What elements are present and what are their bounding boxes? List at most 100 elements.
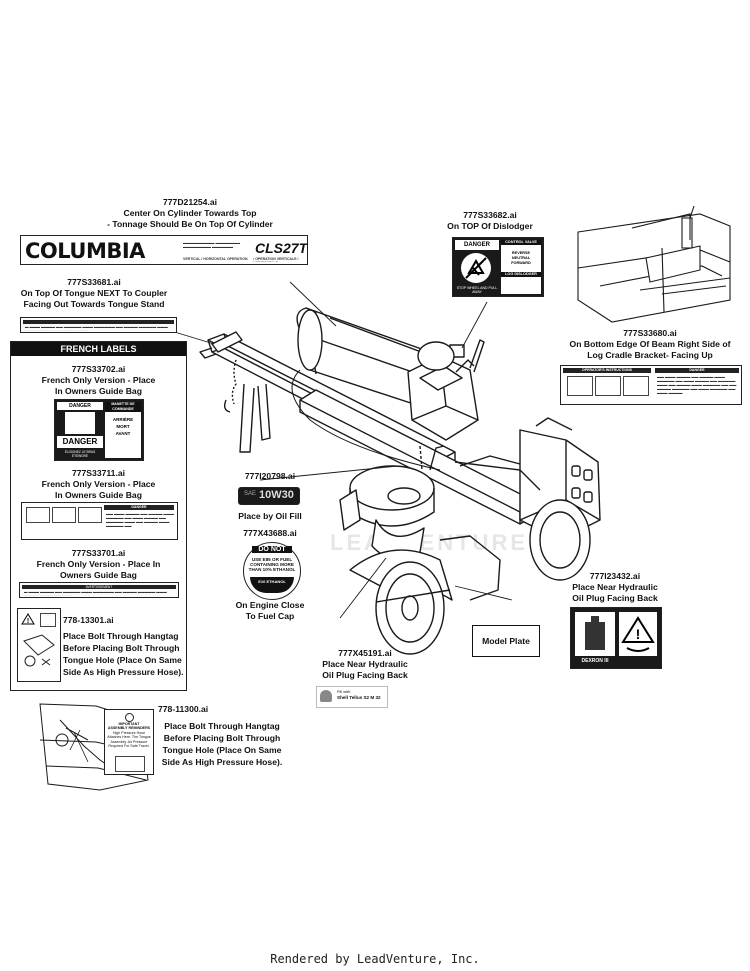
ethanol-text-block: USE E85 OR FUEL CONTAINING MORE THAN 10%… <box>247 557 297 572</box>
hangtag-important: IMPORTANT <box>118 722 140 726</box>
part-number: 777S33702.ai <box>71 364 126 374</box>
callout-line: Place by Oil Fill <box>238 511 302 521</box>
callout-777s33711: 777S33711.ai French Only Version - Place… <box>11 468 186 501</box>
hangtag-13301-decal: ! <box>17 608 61 682</box>
callout-line: To Fuel Cap <box>245 611 295 621</box>
part-number: 778-11300.ai <box>158 704 209 714</box>
fr-pictogram-icon <box>78 507 102 523</box>
part-number: 777S33701.ai <box>71 548 126 558</box>
callout-line: On Engine Close <box>235 600 305 610</box>
manual-icon <box>40 613 56 627</box>
french-dislodger-decal: DANGER DANGER ÉLOIGNEZ LE BRAS ÉTEINDRE … <box>54 399 144 461</box>
columbia-decal: COLUMBIA ▬▬▬▬▬▬▬▬▬ ▬▬▬▬▬▬▬▬▬▬▬▬▬▬▬ ▬▬▬▬▬… <box>20 235 308 265</box>
callout-line: Center On Cylinder Towards Top <box>123 208 257 218</box>
columbia-brand: COLUMBIA <box>25 239 145 263</box>
french-labels-panel: FRENCH LABELS 777S33702.ai French Only V… <box>10 341 187 691</box>
fr-pictogram-icon <box>52 507 76 523</box>
callout-line: French Only Version - Place <box>41 375 156 385</box>
strip-fine-print: ▬ ▬▬▬ ▬▬▬▬ ▬▬ ▬▬▬▬▬ ▬▬▬ ▬▬▬▬▬▬ ▬▬ ▬▬▬▬ ▬… <box>25 325 168 331</box>
callout-line: Owners Guide Bag <box>60 570 137 580</box>
hangtag-13301-text: Place Bolt Through Hangtag Before Placin… <box>63 630 185 678</box>
callout-777x45191: 777X45191.ai Place Near Hydraulic Oil Pl… <box>290 648 440 681</box>
columbia-small2: • OPERATION VERTICALE / HORIZONTALE <box>253 257 299 262</box>
callout-777x43688: 777X43688.ai <box>230 528 310 539</box>
danger-header: DANGER <box>455 240 499 250</box>
hangtag-pictogram-icon <box>22 631 56 671</box>
callout-777s33681: 777S33681.ai On Top Of Tongue NEXT To Co… <box>4 277 184 310</box>
stop-wheel-text: STOP WHEEL AND PULL AWAY <box>456 286 498 294</box>
control-valve-panel: CONTROL VALVE REVERSE NEUTRAL FORWARD LO… <box>501 240 541 294</box>
callout-777s33680: 777S33680.ai On Bottom Edge Of Beam Righ… <box>552 328 748 361</box>
e10-ring: E10 ETHANOL <box>250 577 294 593</box>
fr-avant: AVANT <box>115 431 131 436</box>
fr-danger-header-small: DANGER <box>104 505 174 510</box>
use-e85-label: USE E85 OR FUEL <box>251 557 293 562</box>
svg-text:!: ! <box>27 618 29 625</box>
part-number: 777S33680.ai <box>623 328 677 338</box>
callout-777d21254: 777D21254.ai Center On Cylinder Towards … <box>80 197 300 230</box>
instruction-fine-print: ▬▬ ▬▬▬ ▬▬▬▬ ▬▬ ▬▬▬▬ ▬▬▬ ▬▬▬▬▬ ▬▬ ▬▬▬ ▬▬▬… <box>657 375 737 395</box>
tongue-warning-strip-decal: ▬ ▬▬▬ ▬▬▬▬ ▬▬ ▬▬▬▬▬ ▬▬▬ ▬▬▬▬▬▬ ▬▬ ▬▬▬▬ ▬… <box>20 317 177 333</box>
part-number: 777I20798.ai <box>244 471 296 481</box>
fr-pictogram-icon <box>26 507 50 523</box>
hangtag-11300-decal: IMPORTANT ASSEMBLY REMINDERS High Pressu… <box>104 709 154 775</box>
do-not-label: DO NOT <box>252 546 292 553</box>
hydraulic-oil-decal: ! DEXRON III <box>570 607 662 669</box>
shell-logo-icon <box>320 690 332 702</box>
hangtag-text: High Pressure Hose Attaches Here. The To… <box>107 730 151 749</box>
fr-strip-fine-print: ▬ ▬▬▬ ▬▬▬▬ ▬▬ ▬▬▬▬▬ ▬▬▬ ▬▬▬▬▬▬ ▬▬ ▬▬▬▬ ▬… <box>24 590 167 596</box>
oil-fill-decal: SAE 10W30 <box>238 487 300 505</box>
model-plate: Model Plate <box>472 625 540 657</box>
hangtag-text-block: IMPORTANT ASSEMBLY REMINDERS High Pressu… <box>107 722 151 748</box>
fr-fine-print: ▬▬ ▬▬▬ ▬▬▬▬ ▬▬ ▬▬▬▬ ▬▬▬ ▬▬▬▬▬ ▬▬ ▬▬▬ ▬▬▬… <box>106 512 174 528</box>
fr-danger-large: DANGER <box>57 436 103 448</box>
control-valve-label: CONTROL VALVE <box>501 240 541 245</box>
fr-hazard-icon <box>65 412 95 434</box>
hangtag-pictogram-icon <box>115 756 145 772</box>
columbia-model: CLS27T <box>255 240 308 256</box>
callout-line: Side As High Pressure Hose). <box>63 667 184 677</box>
callout-line: In Owners Guide Bag <box>55 386 142 396</box>
callout-line: On TOP Of Dislodger <box>447 221 533 231</box>
fr-manette: MANETTE DE COMMANDE <box>105 402 141 412</box>
oil-grade-prefix: SAE <box>244 491 257 497</box>
hangtag-assembly: ASSEMBLY REMINDERS <box>107 726 151 731</box>
callout-line: Side As High Pressure Hose). <box>161 757 283 767</box>
callout-line: Place Bolt Through Hangtag <box>164 721 280 731</box>
watermark: LEADVENTURE <box>330 530 529 555</box>
hangtag-11300-text: Place Bolt Through Hangtag Before Placin… <box>154 720 290 768</box>
operator-instructions-decal: OPERATOR'S INSTRUCTIONS DANGER ▬▬ ▬▬▬ ▬▬… <box>560 365 742 405</box>
part-number: 777X45191.ai <box>338 648 392 658</box>
inset-cradle-detail <box>577 205 731 323</box>
callout-line: Place Bolt Through Hangtag <box>63 631 179 641</box>
callout-line: Before Placing Bolt Through <box>63 643 180 653</box>
ethanol-warning-decal: DO NOT USE E85 OR FUEL CONTAINING MORE T… <box>243 542 301 600</box>
log-dislodger-label: LOG DISLODGER <box>501 272 541 277</box>
callout-line: French Only Version - Place <box>41 479 156 489</box>
french-labels-title: FRENCH LABELS <box>11 342 186 356</box>
operator-pictogram-icon <box>623 376 649 396</box>
forward-label: FORWARD <box>511 261 531 265</box>
fr-mort: MORT <box>116 424 130 429</box>
than-ethanol-label: THAN 10% ETHANOL <box>248 567 296 572</box>
shell-tellus-label: Shell Tellus S2 M 32 <box>337 695 381 700</box>
callout-line: On Top Of Tongue NEXT To Coupler <box>20 288 168 298</box>
dislodger-decal: DANGER STOP WHEEL AND PULL AWAY CONTROL … <box>452 237 544 297</box>
fr-eloignez: ÉLOIGNEZ LE BRAS ÉTEINDRE <box>64 450 96 458</box>
part-number: 777X43688.ai <box>243 528 297 538</box>
dexron-label: DEXRON III <box>581 658 609 664</box>
fr-arriere: ARRIÈRE <box>112 417 134 422</box>
warning-triangle-icon: ! <box>21 613 35 625</box>
caution-triangle-icon: ! <box>619 612 657 656</box>
french-strip-decal: AVERTISSEMENT ▬ ▬▬▬ ▬▬▬▬ ▬▬ ▬▬▬▬▬ ▬▬▬ ▬▬… <box>19 582 179 598</box>
callout-line: Before Placing Bolt Through <box>163 733 281 743</box>
callout-line: In Owners Guide Bag <box>55 490 142 500</box>
callout-777i20798: 777I20798.ai <box>230 471 310 482</box>
part-number: 777D21254.ai <box>163 197 217 207</box>
neutral-label: NEUTRAL <box>511 256 531 260</box>
oil-grade: 10W30 <box>259 489 294 501</box>
operator-instructions-header: OPERATOR'S INSTRUCTIONS <box>563 368 651 373</box>
columbia-fine-print: ▬▬▬▬▬▬▬▬▬ ▬▬▬▬▬▬▬▬▬▬▬▬▬▬▬ ▬▬▬▬▬▬ <box>183 241 240 249</box>
callout-777s33682: 777S33682.ai On TOP Of Dislodger <box>430 210 550 232</box>
